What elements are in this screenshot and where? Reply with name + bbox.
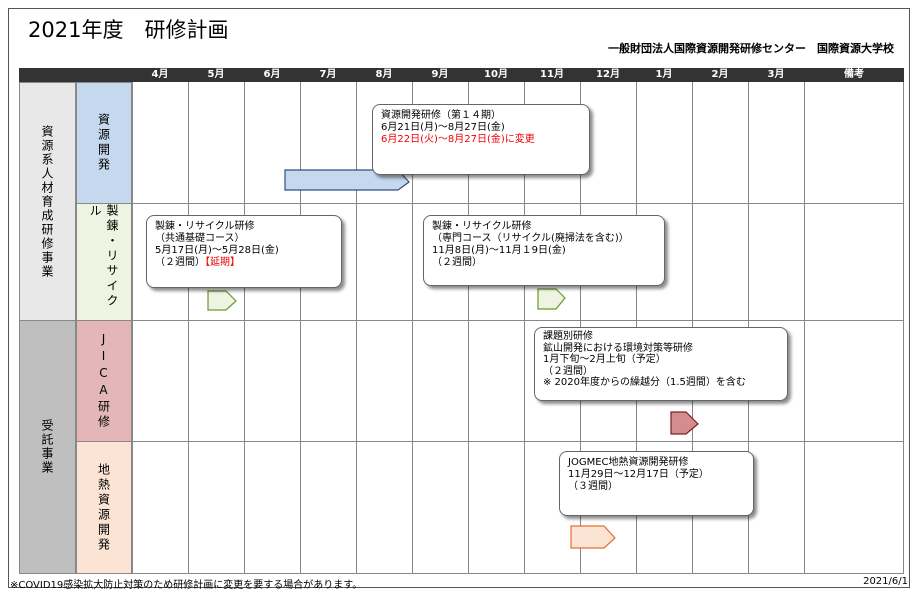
callout-line: JOGMEC地熱資源開発研修 <box>568 457 689 468</box>
row-divider <box>76 203 904 204</box>
header-month-1: 1月 <box>636 68 692 82</box>
category-commissioned: 受託事業 <box>19 320 76 574</box>
footer-note: ※COVID19感染拡大防止対策のため研修計画に変更を要する場合があります。 <box>10 580 363 591</box>
header-month-11: 11月 <box>524 68 580 82</box>
smelting-basic-marker <box>207 290 237 311</box>
callout-jogmec: JOGMEC地熱資源開発研修 11月29日～12月17日（予定） （３週間） <box>559 451 754 516</box>
smelting-pro-marker <box>537 288 566 310</box>
callout-smelting-pro: 製錬・リサイクル研修 （専門コース（リサイクル(廃掃法を含む)） 11月8日(月… <box>423 215 665 286</box>
grid-line <box>468 82 469 574</box>
callout-line: （２週間） <box>432 257 482 268</box>
subcategory-jica: JICA研修 <box>76 320 132 442</box>
jica-marker <box>670 411 699 435</box>
grid-line <box>804 82 805 574</box>
row-divider <box>76 441 904 442</box>
callout-line: 11月29日～12月17日（予定） <box>568 469 709 480</box>
callout-line: 1月下旬～2月上旬（予定） <box>543 354 666 365</box>
header-month-12: 12月 <box>580 68 636 82</box>
callout-line: 課題別研修 <box>543 331 593 342</box>
grid-line <box>524 82 525 574</box>
callout-line: （３週間） <box>568 481 618 492</box>
callout-line: 製錬・リサイクル研修 <box>432 221 532 232</box>
callout-line: 11月8日(月)～11月１9日(金) <box>432 245 566 256</box>
header-month-2: 2月 <box>692 68 748 82</box>
callout-line: ※ 2020年度からの繰越分（1.5週間）を含む <box>543 377 746 388</box>
callout-line: （２週間） <box>155 257 205 268</box>
header-month-9: 9月 <box>412 68 468 82</box>
header-remarks: 備考 <box>804 68 904 82</box>
callout-line: （専門コース（リサイクル(廃掃法を含む)） <box>432 233 629 244</box>
callout-line: 5月17日(月)～5月28日(金) <box>155 245 279 256</box>
grid-line <box>300 82 301 574</box>
jogmec-marker <box>570 525 616 549</box>
callout-line-changed: 6月22日(火)～8月27日(金)に変更 <box>381 134 535 145</box>
callout-line: 資源開発研修（第１４期） <box>381 110 501 121</box>
category-resource-training: 資源系人材育成研修事業 <box>19 82 76 321</box>
callout-line: （２週間） <box>543 365 593 377</box>
grid-line <box>244 82 245 574</box>
header-month-4: 4月 <box>132 68 188 82</box>
header-month-10: 10月 <box>468 68 524 82</box>
page-frame <box>8 8 910 588</box>
header-month-3: 3月 <box>748 68 804 82</box>
header-month-5: 5月 <box>188 68 244 82</box>
callout-jica: 課題別研修 鉱山開発における環境対策等研修 1月下旬～2月上旬（予定） （２週間… <box>534 327 788 401</box>
row-divider <box>19 320 904 321</box>
grid-line <box>903 82 904 574</box>
callout-line: 製錬・リサイクル研修 <box>155 221 255 232</box>
row-divider <box>19 573 904 574</box>
header-month-7: 7月 <box>300 68 356 82</box>
callout-smelting-basic: 製錬・リサイクル研修 （共通基礎コース） 5月17日(月)～5月28日(金) （… <box>146 215 342 288</box>
callout-line: （共通基礎コース） <box>155 233 245 244</box>
subcategory-smelting-recycling: 製錬・リサイクル <box>76 203 132 321</box>
callout-postponed: 【延期】 <box>205 257 240 268</box>
organization-name: 一般財団法人国際資源開発研修センター 国際資源大学校 <box>608 42 894 55</box>
header-month-8: 8月 <box>356 68 412 82</box>
grid-line <box>188 82 189 574</box>
callout-line: 6月21日(月)～8月27日(金) <box>381 122 505 133</box>
schedule-grid: 4月 5月 6月 7月 8月 9月 10月 11月 12月 1月 2月 3月 備… <box>19 68 904 574</box>
footer-date: 2021/6/1 <box>863 576 908 587</box>
header-month-6: 6月 <box>244 68 300 82</box>
page-title: 2021年度 研修計画 <box>28 18 229 42</box>
subcategory-geothermal: 地熱資源開発 <box>76 441 132 574</box>
header-blank <box>19 68 132 82</box>
callout-resource-development: 資源開発研修（第１４期） 6月21日(月)～8月27日(金) 6月22日(火)～… <box>372 104 590 175</box>
grid-line <box>412 82 413 574</box>
grid-line <box>356 82 357 574</box>
grid-line <box>132 82 133 574</box>
callout-line: 鉱山開発における環境対策等研修 <box>543 342 693 354</box>
